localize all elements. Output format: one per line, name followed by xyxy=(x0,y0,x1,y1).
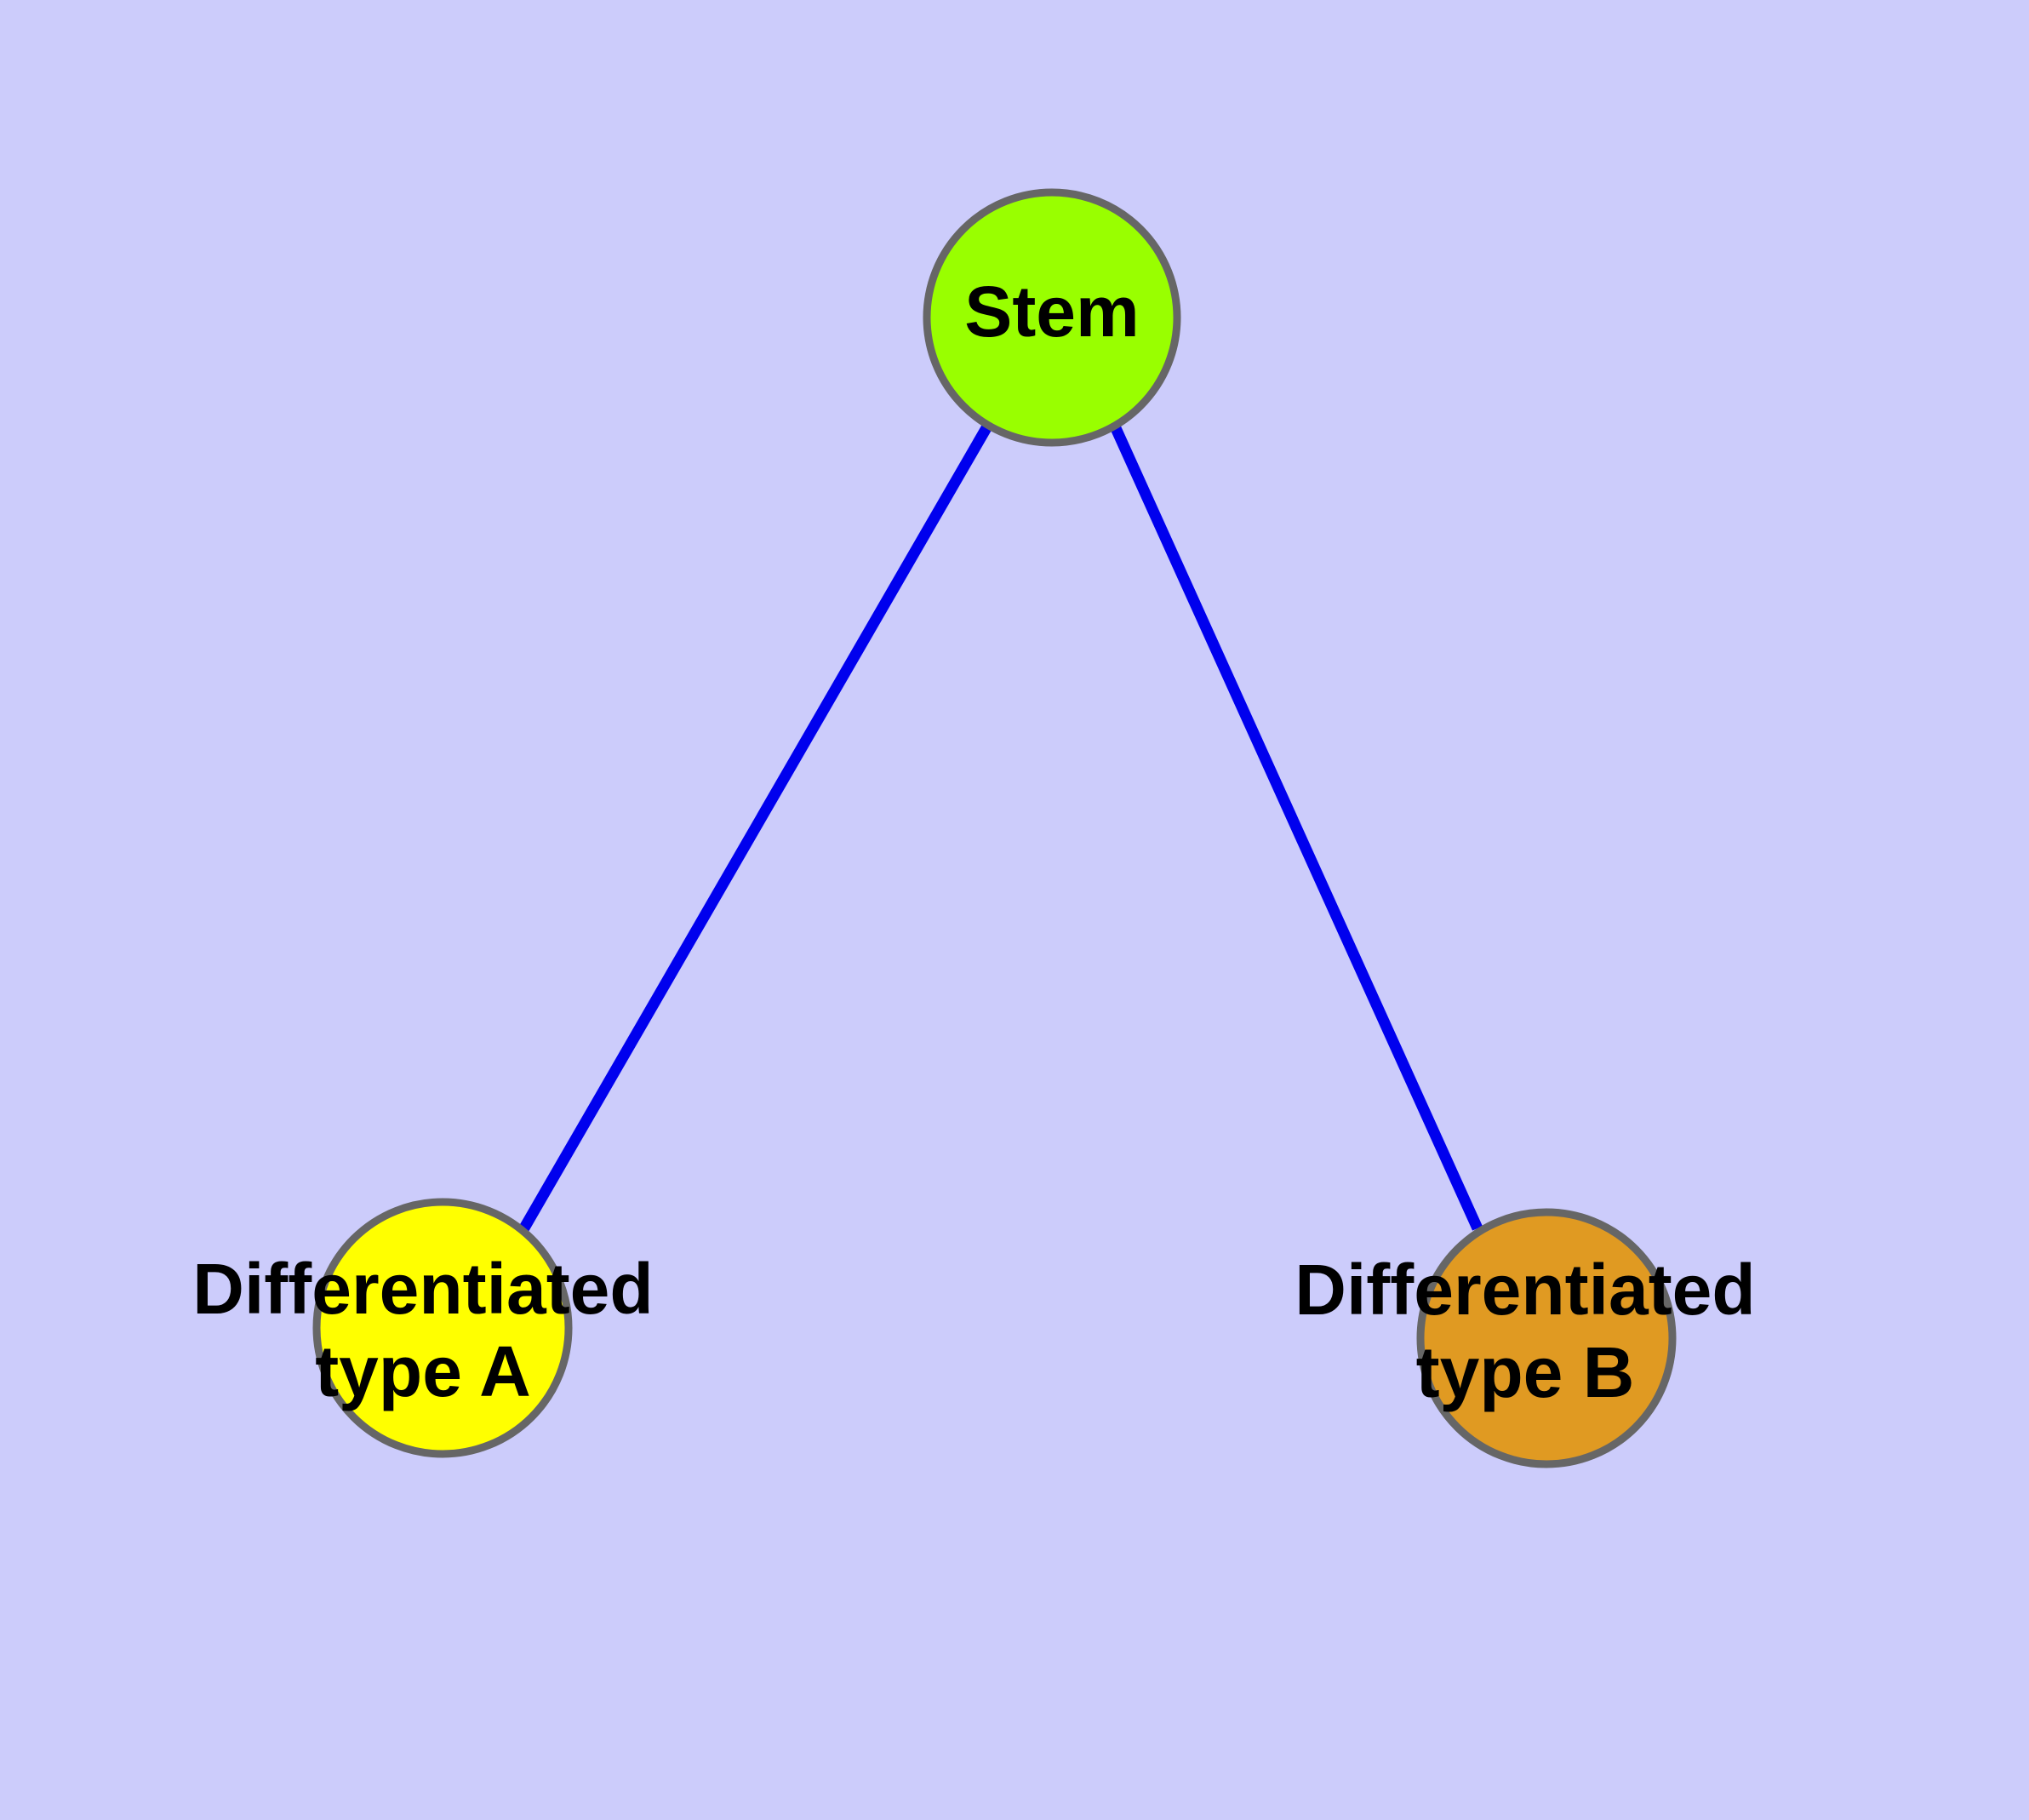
node-differentiated-type-a[interactable]: Differentiated type A xyxy=(192,1198,654,1458)
edge-stem-to-differentiated-type-b[interactable] xyxy=(1111,426,1483,1231)
node-differentiated-type-a-label-line-2: type A xyxy=(315,1331,531,1411)
edges-layer xyxy=(517,423,1483,1234)
edge-stem-to-differentiated-type-a[interactable] xyxy=(517,423,992,1234)
node-differentiated-type-b-circle[interactable] xyxy=(1416,1208,1677,1468)
nodes-layer: Stem Differentiated type A Differentiate… xyxy=(192,188,1756,1468)
node-differentiated-type-a-circle[interactable] xyxy=(312,1198,573,1458)
node-differentiated-type-b-label-line-1: Differentiated xyxy=(1295,1250,1755,1330)
node-stem-label-line-1: Stem xyxy=(964,272,1139,352)
node-differentiated-type-a-label-line-1: Differentiated xyxy=(192,1249,653,1329)
node-differentiated-type-b[interactable]: Differentiated type B xyxy=(1295,1208,1756,1468)
node-differentiated-type-b-label-line-2: type B xyxy=(1416,1332,1635,1412)
node-stem-circle[interactable] xyxy=(923,188,1181,447)
node-stem[interactable]: Stem xyxy=(923,188,1181,447)
